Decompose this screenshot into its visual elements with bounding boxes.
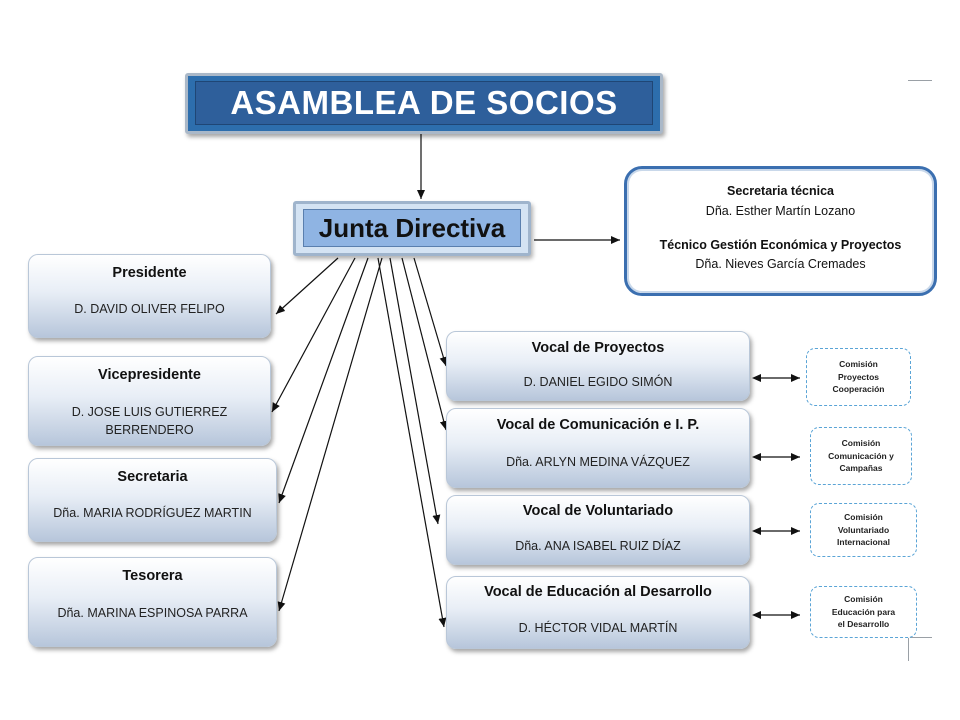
role-name: D. JOSE LUIS GUTIERREZ BERRENDERO (71, 405, 228, 437)
secretaria-tecnica-box: Secretaria técnica Dña. Esther Martín Lo… (624, 166, 937, 296)
corner-mark-bottom-h (908, 637, 932, 638)
junta-title: Junta Directiva (318, 212, 506, 243)
comision-educacion: Comisión Educación para el Desarrollo (810, 586, 917, 638)
role-tesorera: Tesorera Dña. MARINA ESPINOSA PARRA (28, 557, 277, 647)
comision-voluntariado: Comisión Voluntariado Internacional (810, 503, 917, 557)
role-vicepresidente: Vicepresidente D. JOSE LUIS GUTIERREZ BE… (28, 356, 271, 446)
vocal-title: Vocal de Comunicación e I. P. (496, 417, 700, 433)
arrow-secretaria (278, 257, 369, 504)
tecnica-title-2: Técnico Gestión Económica y Proyectos (659, 238, 902, 252)
role-secretaria: Secretaria Dña. MARIA RODRÍGUEZ MARTIN (28, 458, 277, 542)
vocal-educacion: Vocal de Educación al Desarrollo D. HÉCT… (446, 576, 750, 649)
vocal-name: Dña. ANA ISABEL RUIZ DÍAZ (515, 539, 681, 553)
role-presidente: Presidente D. DAVID OLIVER FELIPO (28, 254, 271, 338)
asamblea-title: ASAMBLEA DE SOCIOS (230, 84, 618, 121)
comision-text: Comisión Proyectos Cooperación (832, 359, 885, 395)
tecnica-title-1: Secretaria técnica (726, 184, 834, 198)
asamblea-box: ASAMBLEA DE SOCIOS (185, 73, 663, 134)
arrow-presidente (275, 257, 339, 315)
vocal-proyectos: Vocal de Proyectos D. DANIEL EGIDO SIMÓN (446, 331, 750, 401)
role-title: Vicepresidente (98, 367, 201, 383)
vocal-name: D. HÉCTOR VIDAL MARTÍN (518, 621, 678, 635)
comision-text: Comisión Voluntariado Internacional (837, 512, 890, 548)
arrow-vocal-voluntariado (389, 257, 441, 525)
tecnica-name-1: Dña. Esther Martín Lozano (705, 204, 856, 218)
role-title: Tesorera (122, 568, 183, 584)
comision-text: Comisión Educación para el Desarrollo (831, 594, 896, 630)
arrow-vicepresidente (271, 257, 356, 413)
arrow-vocal-proyectos (413, 257, 448, 367)
arrow-vocal-comunicacion (401, 257, 448, 431)
vocal-comunicacion: Vocal de Comunicación e I. P. Dña. ARLYN… (446, 408, 750, 488)
junta-directiva-box: Junta Directiva (293, 201, 531, 256)
comision-proyectos: Comisión Proyectos Cooperación (806, 348, 911, 406)
junta-inner: Junta Directiva (303, 209, 521, 247)
role-title: Secretaria (117, 469, 188, 485)
role-name: Dña. MARINA ESPINOSA PARRA (57, 606, 248, 620)
role-title: Presidente (112, 265, 187, 281)
arrow-vocal-educacion (377, 257, 447, 628)
vocal-title: Vocal de Proyectos (531, 340, 665, 356)
role-name: D. DAVID OLIVER FELIPO (74, 302, 225, 316)
role-name: Dña. MARIA RODRÍGUEZ MARTIN (53, 506, 252, 520)
asamblea-inner: ASAMBLEA DE SOCIOS (195, 81, 653, 125)
vocal-title: Vocal de Educación al Desarrollo (484, 584, 712, 600)
corner-mark-top (908, 80, 932, 81)
corner-mark-bottom-v (908, 637, 909, 661)
arrow-tesorera (277, 257, 383, 612)
vocal-name: D. DANIEL EGIDO SIMÓN (523, 375, 673, 389)
vocal-name: Dña. ARLYN MEDINA VÁZQUEZ (506, 455, 690, 469)
tecnica-name-2: Dña. Nieves García Cremades (695, 257, 866, 271)
vocal-title: Vocal de Voluntariado (522, 503, 674, 519)
comision-text: Comisión Comunicación y Campañas (828, 438, 894, 474)
vocal-voluntariado: Vocal de Voluntariado Dña. ANA ISABEL RU… (446, 495, 750, 565)
comision-comunicacion: Comisión Comunicación y Campañas (810, 427, 912, 485)
